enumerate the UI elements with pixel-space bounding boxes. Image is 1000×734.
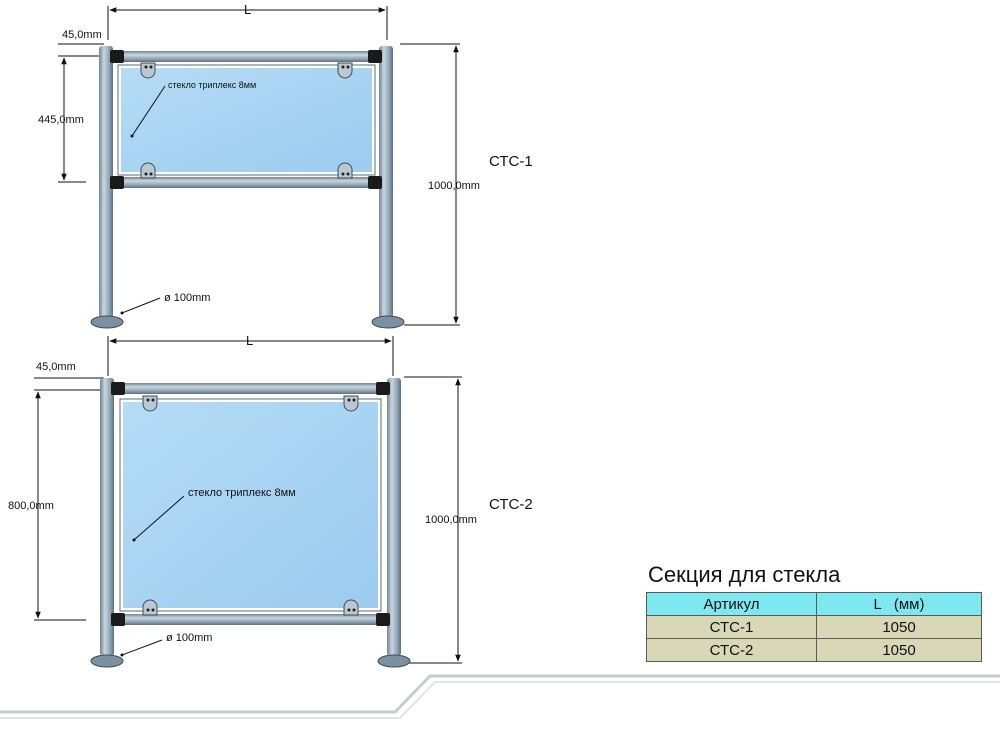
- total-height-label: 1000,0mm: [428, 180, 480, 192]
- glass-clamp: [337, 162, 353, 179]
- glass-note: стекло триплекс 8мм: [168, 80, 256, 90]
- cell-article: СТС-2: [646, 638, 817, 662]
- base-diameter-label: ø 100mm: [166, 632, 212, 644]
- spec-table: Артикул L (мм) СТС-1 1050 СТС-2 1050: [646, 592, 982, 662]
- top-offset-label: 45,0mm: [36, 361, 76, 373]
- header-length: L (мм): [816, 592, 982, 616]
- base-diameter-label: ø 100mm: [164, 292, 210, 304]
- glass-clamp: [140, 162, 156, 179]
- cell-length: 1050: [816, 615, 982, 639]
- glass-panel: [119, 66, 374, 174]
- right-post: [379, 46, 393, 318]
- connector: [368, 176, 382, 189]
- total-height-label: 1000,0mm: [425, 514, 477, 526]
- footer-decoration: [0, 674, 1000, 719]
- connector: [110, 176, 124, 189]
- glass-clamp: [337, 62, 353, 79]
- bottom-rail: [112, 177, 380, 188]
- glass-clamp: [140, 62, 156, 79]
- top-rail: [112, 51, 380, 62]
- glass-clamp: [343, 599, 359, 616]
- glass-height-label: 800,0mm: [8, 500, 54, 512]
- section-label: СТС-1: [489, 153, 533, 170]
- glass-clamp: [142, 395, 158, 412]
- bottom-rail: [113, 614, 388, 625]
- right-base-plate: [377, 654, 411, 668]
- table-row: СТС-2 1050: [646, 638, 982, 662]
- glass-note: стекло триплекс 8мм: [188, 487, 296, 499]
- connector: [111, 613, 125, 626]
- width-label: L: [246, 333, 253, 348]
- left-post: [99, 46, 113, 318]
- right-post: [387, 378, 401, 656]
- table-header-row: Артикул L (мм): [646, 592, 982, 616]
- glass-panel: [121, 400, 380, 610]
- glass-height-label: 445,0mm: [38, 114, 84, 126]
- top-rail: [113, 383, 388, 394]
- connector: [111, 382, 125, 395]
- connector: [368, 50, 382, 63]
- connector: [110, 50, 124, 63]
- table-title: Секция для стекла: [648, 562, 841, 587]
- glass-clamp: [142, 599, 158, 616]
- cell-length: 1050: [816, 638, 982, 662]
- left-base-plate: [90, 315, 124, 329]
- section-ctc-2: L 45,0mm 800,0mm 1000,0mm: [8, 333, 533, 668]
- left-base-plate: [90, 654, 124, 668]
- top-offset-label: 45,0mm: [62, 29, 102, 41]
- right-base-plate: [371, 315, 405, 329]
- header-article: Артикул: [646, 592, 817, 616]
- glass-clamp: [343, 395, 359, 412]
- section-ctc-1: L 45,0mm 445,0mm 1000,0mm: [38, 2, 533, 329]
- table-row: СТС-1 1050: [646, 615, 982, 639]
- left-post: [100, 378, 114, 656]
- width-label: L: [244, 2, 251, 17]
- cell-article: СТС-1: [646, 615, 817, 639]
- connector: [376, 613, 390, 626]
- connector: [376, 382, 390, 395]
- section-label: СТС-2: [489, 496, 533, 513]
